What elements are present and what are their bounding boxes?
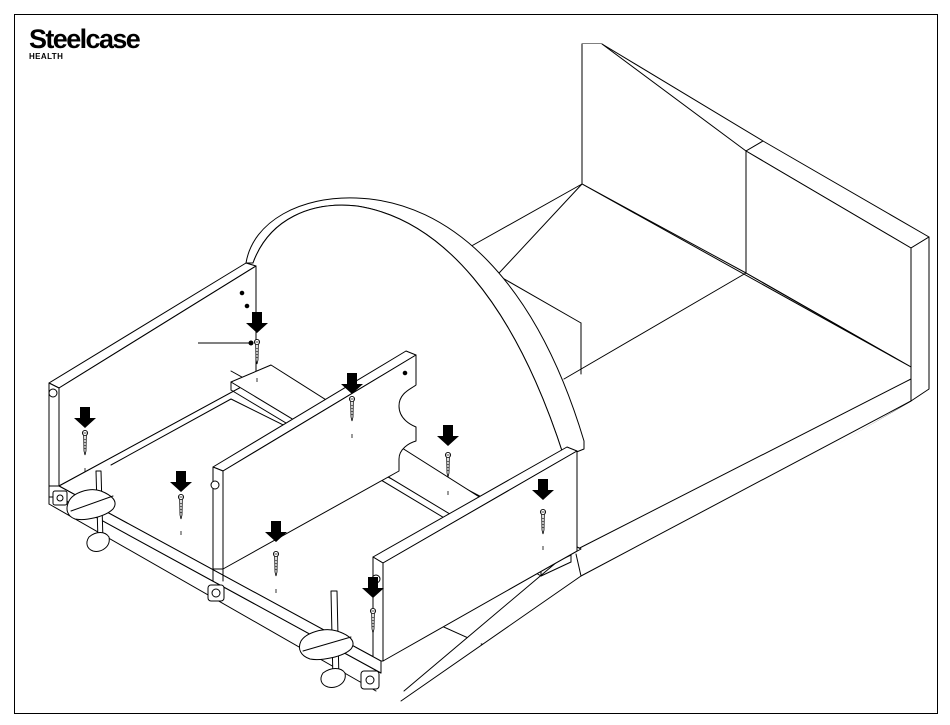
diagram-frame: Steelcase HEALTH (14, 14, 938, 714)
assembly-drawing (15, 15, 938, 714)
